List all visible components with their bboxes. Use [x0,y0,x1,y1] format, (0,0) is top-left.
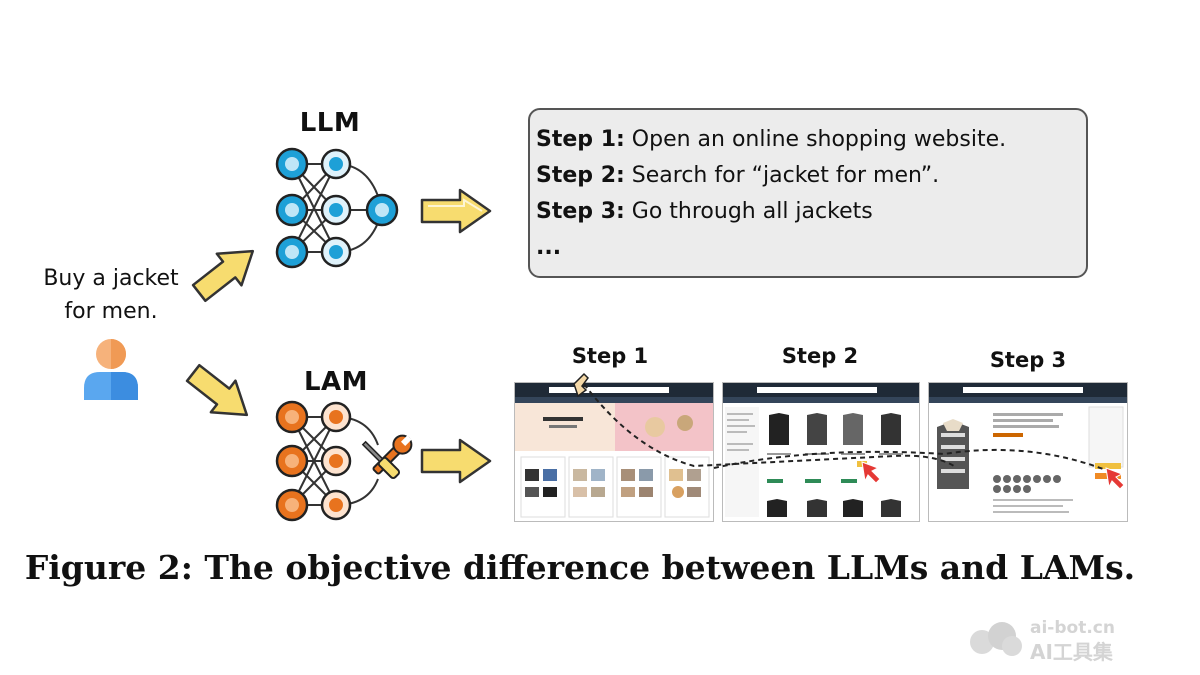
llm-steps-box: Step 1: Open an online shopping website.… [528,108,1088,278]
arrow-right-icon [420,188,492,234]
neural-network-with-tools-icon [275,400,413,522]
red-cursor-icon [861,461,881,484]
arrow-up-right-icon [191,249,255,303]
hand-cursor-icon [573,372,589,398]
user-request-text: Buy a jacket for men. [43,266,179,324]
lam-title: LAM [303,367,369,397]
storefront-home-thumbnail [515,383,713,518]
arrow-down-right-icon [185,363,249,417]
screenshot-step-1 [514,382,714,522]
step-line: Step 3: Go through all jackets [536,194,1086,230]
step-label: Step 2: [536,163,625,188]
screenshot-label-step-2: Step 2 [781,344,859,368]
search-results-thumbnail [723,383,919,517]
step-ellipsis: ... [536,235,562,260]
llm-title: LLM [299,108,361,138]
step-text: Open an online shopping website. [631,127,1007,152]
step-line: ... [536,230,1086,266]
screenshot-label-step-1: Step 1 [571,344,649,368]
watermark-url: ai-bot.cn [1030,618,1115,638]
step-label: Step 1: [536,127,625,152]
watermark-brand: AI工具集 [1030,640,1113,664]
product-page-thumbnail [929,383,1127,513]
figure-caption: Figure 2: The objective difference betwe… [24,548,1136,587]
neural-network-icon [275,147,399,269]
step-label: Step 3: [536,199,625,224]
red-cursor-icon [1105,467,1125,490]
arrow-right-icon [420,438,492,484]
step-line: Step 2: Search for “jacket for men”. [536,158,1086,194]
step-text: Search for “jacket for men”. [631,163,940,188]
person-icon [84,339,138,400]
step-text: Go through all jackets [631,199,873,224]
screenshot-label-step-3: Step 3 [989,348,1067,372]
action-path [573,372,1125,490]
watermark-logo-icon [970,622,1022,656]
step-line: Step 1: Open an online shopping website. [536,122,1086,158]
